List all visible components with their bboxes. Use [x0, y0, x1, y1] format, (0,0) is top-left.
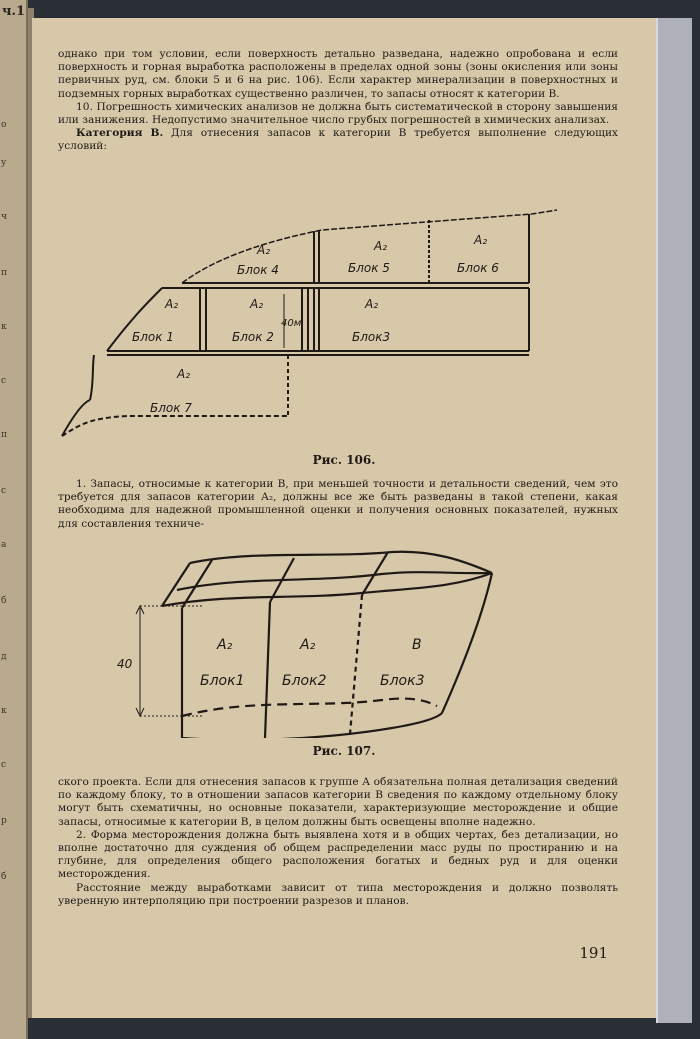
fig106-block6-name: Блок 6 [457, 261, 499, 275]
fig106-block4-cat: A₂ [256, 243, 270, 257]
left-fragment: р [1, 816, 7, 826]
book-gutter [28, 8, 34, 1018]
fig106-block7-cat: A₂ [176, 367, 190, 381]
fig107-block1-cat: A₂ [216, 637, 233, 653]
paragraph-5: ского проекта. Если для отнесения запасо… [58, 776, 618, 828]
left-fragment: с [1, 486, 7, 496]
fig107-block3-cat: B [412, 637, 422, 653]
figure-107-diagram: A₂ Блок1 A₂ Блок2 B Блок3 40 [117, 550, 494, 738]
figure-106-diagram: A₂ Блок 4 A₂ Блок 5 A₂ Блок 6 A₂ Блок 1 … [61, 209, 558, 437]
left-fragment: к [1, 322, 7, 332]
left-fragment: с [1, 376, 7, 386]
left-fragment: б [1, 596, 7, 606]
paragraph-3: Категория B. Для отнесения запасов к кат… [58, 127, 618, 153]
left-fragment: д [1, 652, 7, 662]
fig107-block2-cat: A₂ [299, 637, 316, 653]
fig106-block3-name: Блок3 [352, 330, 390, 344]
book-page: однако при том условии, если поверхность… [32, 18, 656, 1018]
fig107-dimension-label: 40 [117, 657, 133, 671]
left-fragment: п [1, 430, 7, 440]
page-number: 191 [579, 944, 608, 962]
category-b-heading: Категория B. [76, 127, 164, 140]
fig106-block7-name: Блок 7 [150, 401, 192, 415]
fig106-block5-cat: A₂ [373, 239, 387, 253]
left-fragment: о [1, 120, 7, 130]
fig107-block1-name: Блок1 [200, 673, 244, 689]
left-fragment: а [1, 540, 7, 550]
paragraph-2: 10. Погрешность химических анализов не д… [58, 100, 618, 127]
figure-107-caption: Рис. 107. [312, 744, 376, 758]
paragraph-4: 1. Запасы, относимые к категории B, при … [58, 478, 618, 530]
fig106-block5-name: Блок 5 [348, 261, 390, 275]
paragraph-3-text: Для отнесения запасов к категории B треб… [58, 127, 618, 153]
book-cover-edge [656, 18, 692, 1023]
left-page-title: ч.1 [2, 4, 26, 19]
left-fragment: с [1, 760, 7, 770]
fig106-block2-cat: A₂ [249, 297, 263, 311]
fig107-block2-name: Блок2 [282, 673, 327, 689]
left-page-edge: ч.1 о у ч п к с п с а б д к с р б [0, 0, 28, 1039]
figure-106-caption: Рис. 106. [312, 453, 376, 467]
paragraph-1: однако при том условии, если поверхность… [58, 48, 618, 100]
left-fragment: у [1, 158, 7, 168]
fig106-block6-cat: A₂ [473, 233, 487, 247]
left-fragment: ч [1, 212, 7, 222]
fig106-block3-cat: A₂ [364, 297, 378, 311]
left-fragment: п [1, 268, 7, 278]
paragraph-7: Расстояние между выработками зависит от … [58, 881, 618, 907]
fig106-block1-cat: A₂ [164, 297, 178, 311]
text-block-middle: 1. Запасы, относимые к категории B, при … [58, 478, 618, 531]
fig106-block4-name: Блок 4 [237, 263, 279, 277]
text-block-top: однако при том условии, если поверхность… [58, 48, 618, 154]
fig106-block1-name: Блок 1 [132, 330, 174, 344]
text-block-bottom: ского проекта. Если для отнесения запасо… [58, 776, 618, 908]
left-fragment: б [1, 872, 7, 882]
paragraph-6: 2. Форма месторождения должна быть выявл… [58, 828, 618, 881]
fig106-dimension-label: 40м [281, 318, 302, 329]
fig107-block3-name: Блок3 [380, 673, 424, 689]
fig106-block2-name: Блок 2 [232, 330, 274, 344]
left-fragment: к [1, 706, 7, 716]
